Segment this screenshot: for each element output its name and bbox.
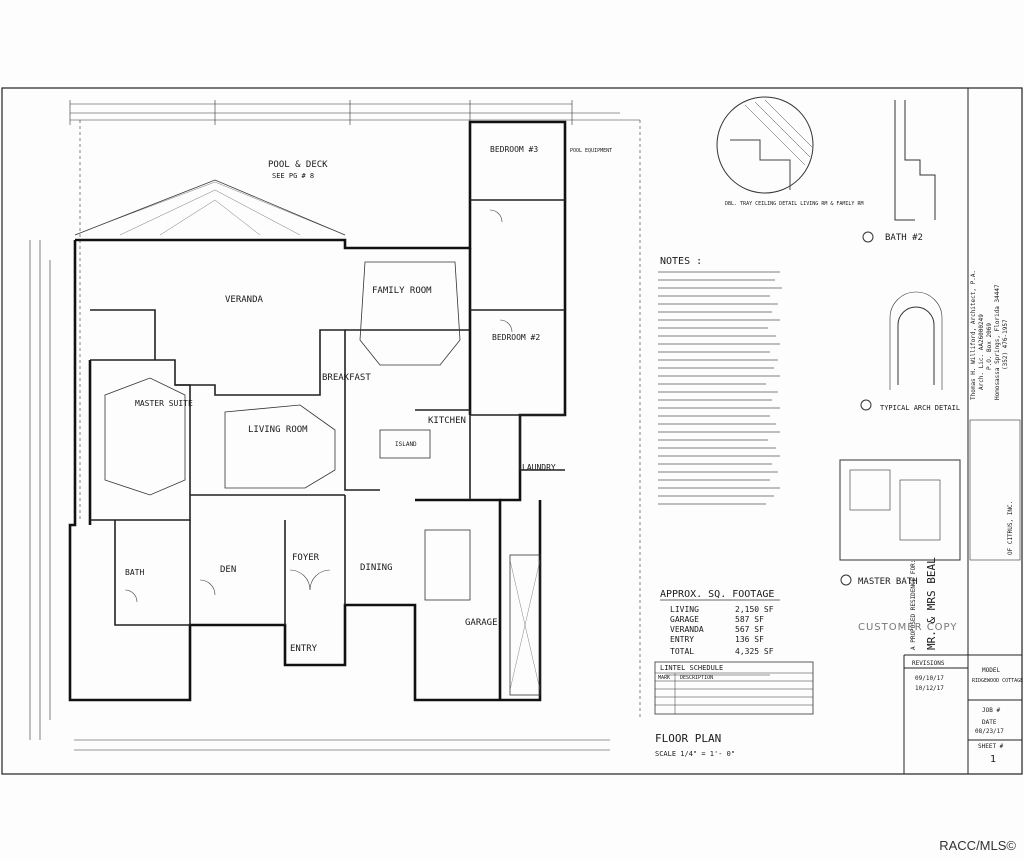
tray-detail-label: DBL. TRAY CEILING DETAIL LIVING RM & FAM… (725, 201, 863, 207)
room-label-foyer: FOYER (292, 553, 320, 563)
sqft-label-total: TOTAL (670, 647, 694, 656)
job-label: JOB # (982, 707, 1000, 714)
architect-license: Arch. Lic. AA26000249 (978, 314, 985, 390)
sqft-label-living: LIVING (670, 605, 699, 614)
mls-watermark: RACC/MLS© (939, 838, 1016, 853)
architect-pobox: P.O. Box 2069 (986, 323, 993, 370)
room-label-bedroom3: BEDROOM #3 (490, 145, 538, 154)
room-label-laundry: LAUNDRY (522, 463, 556, 472)
room-label-island: ISLAND (395, 441, 417, 448)
sqft-value-living: 2,150 SF (735, 605, 774, 614)
model-name: RIDGEWOOD COTTAGE (972, 678, 1023, 684)
floor-plan-title: FLOOR PLAN (655, 732, 721, 745)
room-label-pool-equipment: POOL EQUIPMENT (570, 148, 612, 154)
room-label-veranda: VERANDA (225, 295, 264, 305)
lintel-header-description: DESCRIPTION (680, 675, 713, 681)
sqft-label-veranda: VERANDA (670, 625, 704, 634)
master-bath-detail-label: MASTER BATH (858, 577, 918, 587)
room-label-living-room: LIVING ROOM (248, 425, 308, 435)
notes-title: NOTES : (660, 256, 702, 267)
room-label-bedroom2: BEDROOM #2 (492, 333, 540, 342)
room-label-entry: ENTRY (290, 644, 318, 654)
architect-name: Thomas H. Williford, Architect, P.A. (970, 270, 977, 400)
lintel-title: LINTEL SCHEDULE (660, 664, 723, 672)
room-label-garage: GARAGE (465, 618, 498, 628)
revision-2: 10/12/17 (915, 685, 944, 692)
residence-label: A PROPOSED RESIDENCE FOR: (910, 560, 917, 650)
date-label: DATE (982, 719, 997, 726)
bath2-detail-label: BATH #2 (885, 233, 923, 243)
room-label-den: DEN (220, 565, 236, 575)
room-label-pool-deck-ref: SEE PG # 8 (272, 172, 314, 180)
revisions-label: REVISIONS (912, 660, 945, 667)
client-name: MR. & MRS BEAL (925, 557, 938, 650)
room-label-family-room: FAMILY ROOM (372, 286, 432, 296)
revision-1: 09/10/17 (915, 675, 944, 682)
customer-copy-stamp: CUSTOMER COPY (858, 622, 958, 633)
sqft-value-entry: 136 SF (735, 635, 764, 644)
sqft-value-veranda: 567 SF (735, 625, 764, 634)
sqft-value-total: 4,325 SF (735, 647, 774, 656)
date-value: 08/23/17 (975, 728, 1004, 735)
sqft-label-entry: ENTRY (670, 635, 694, 644)
room-label-breakfast: BREAKFAST (322, 373, 371, 383)
model-label: MODEL (982, 667, 1000, 674)
room-label-bath: BATH (125, 568, 144, 577)
builder-name: OF CITRUS, INC. (1007, 501, 1014, 555)
room-label-dining: DINING (360, 563, 393, 573)
sqft-label-garage: GARAGE (670, 615, 699, 624)
arch-detail-label: TYPICAL ARCH DETAIL (880, 404, 960, 412)
sheet-label: SHEET # (978, 743, 1004, 750)
floor-plan-scale: SCALE 1/4" = 1'- 0" (655, 750, 735, 758)
architect-city: Homosassa Springs, Florida 34447 (994, 284, 1001, 400)
lintel-header-mark: MARK (658, 675, 670, 681)
sheet-number: 1 (990, 754, 996, 765)
room-label-kitchen: KITCHEN (428, 416, 466, 426)
sqft-value-garage: 587 SF (735, 615, 764, 624)
sqft-title: APPROX. SQ. FOOTAGE (660, 589, 774, 600)
room-label-pool-deck: POOL & DECK (268, 160, 328, 170)
room-label-master-suite: MASTER SUITE (135, 399, 193, 408)
architect-phone: (352) 476-1957 (1002, 319, 1009, 370)
